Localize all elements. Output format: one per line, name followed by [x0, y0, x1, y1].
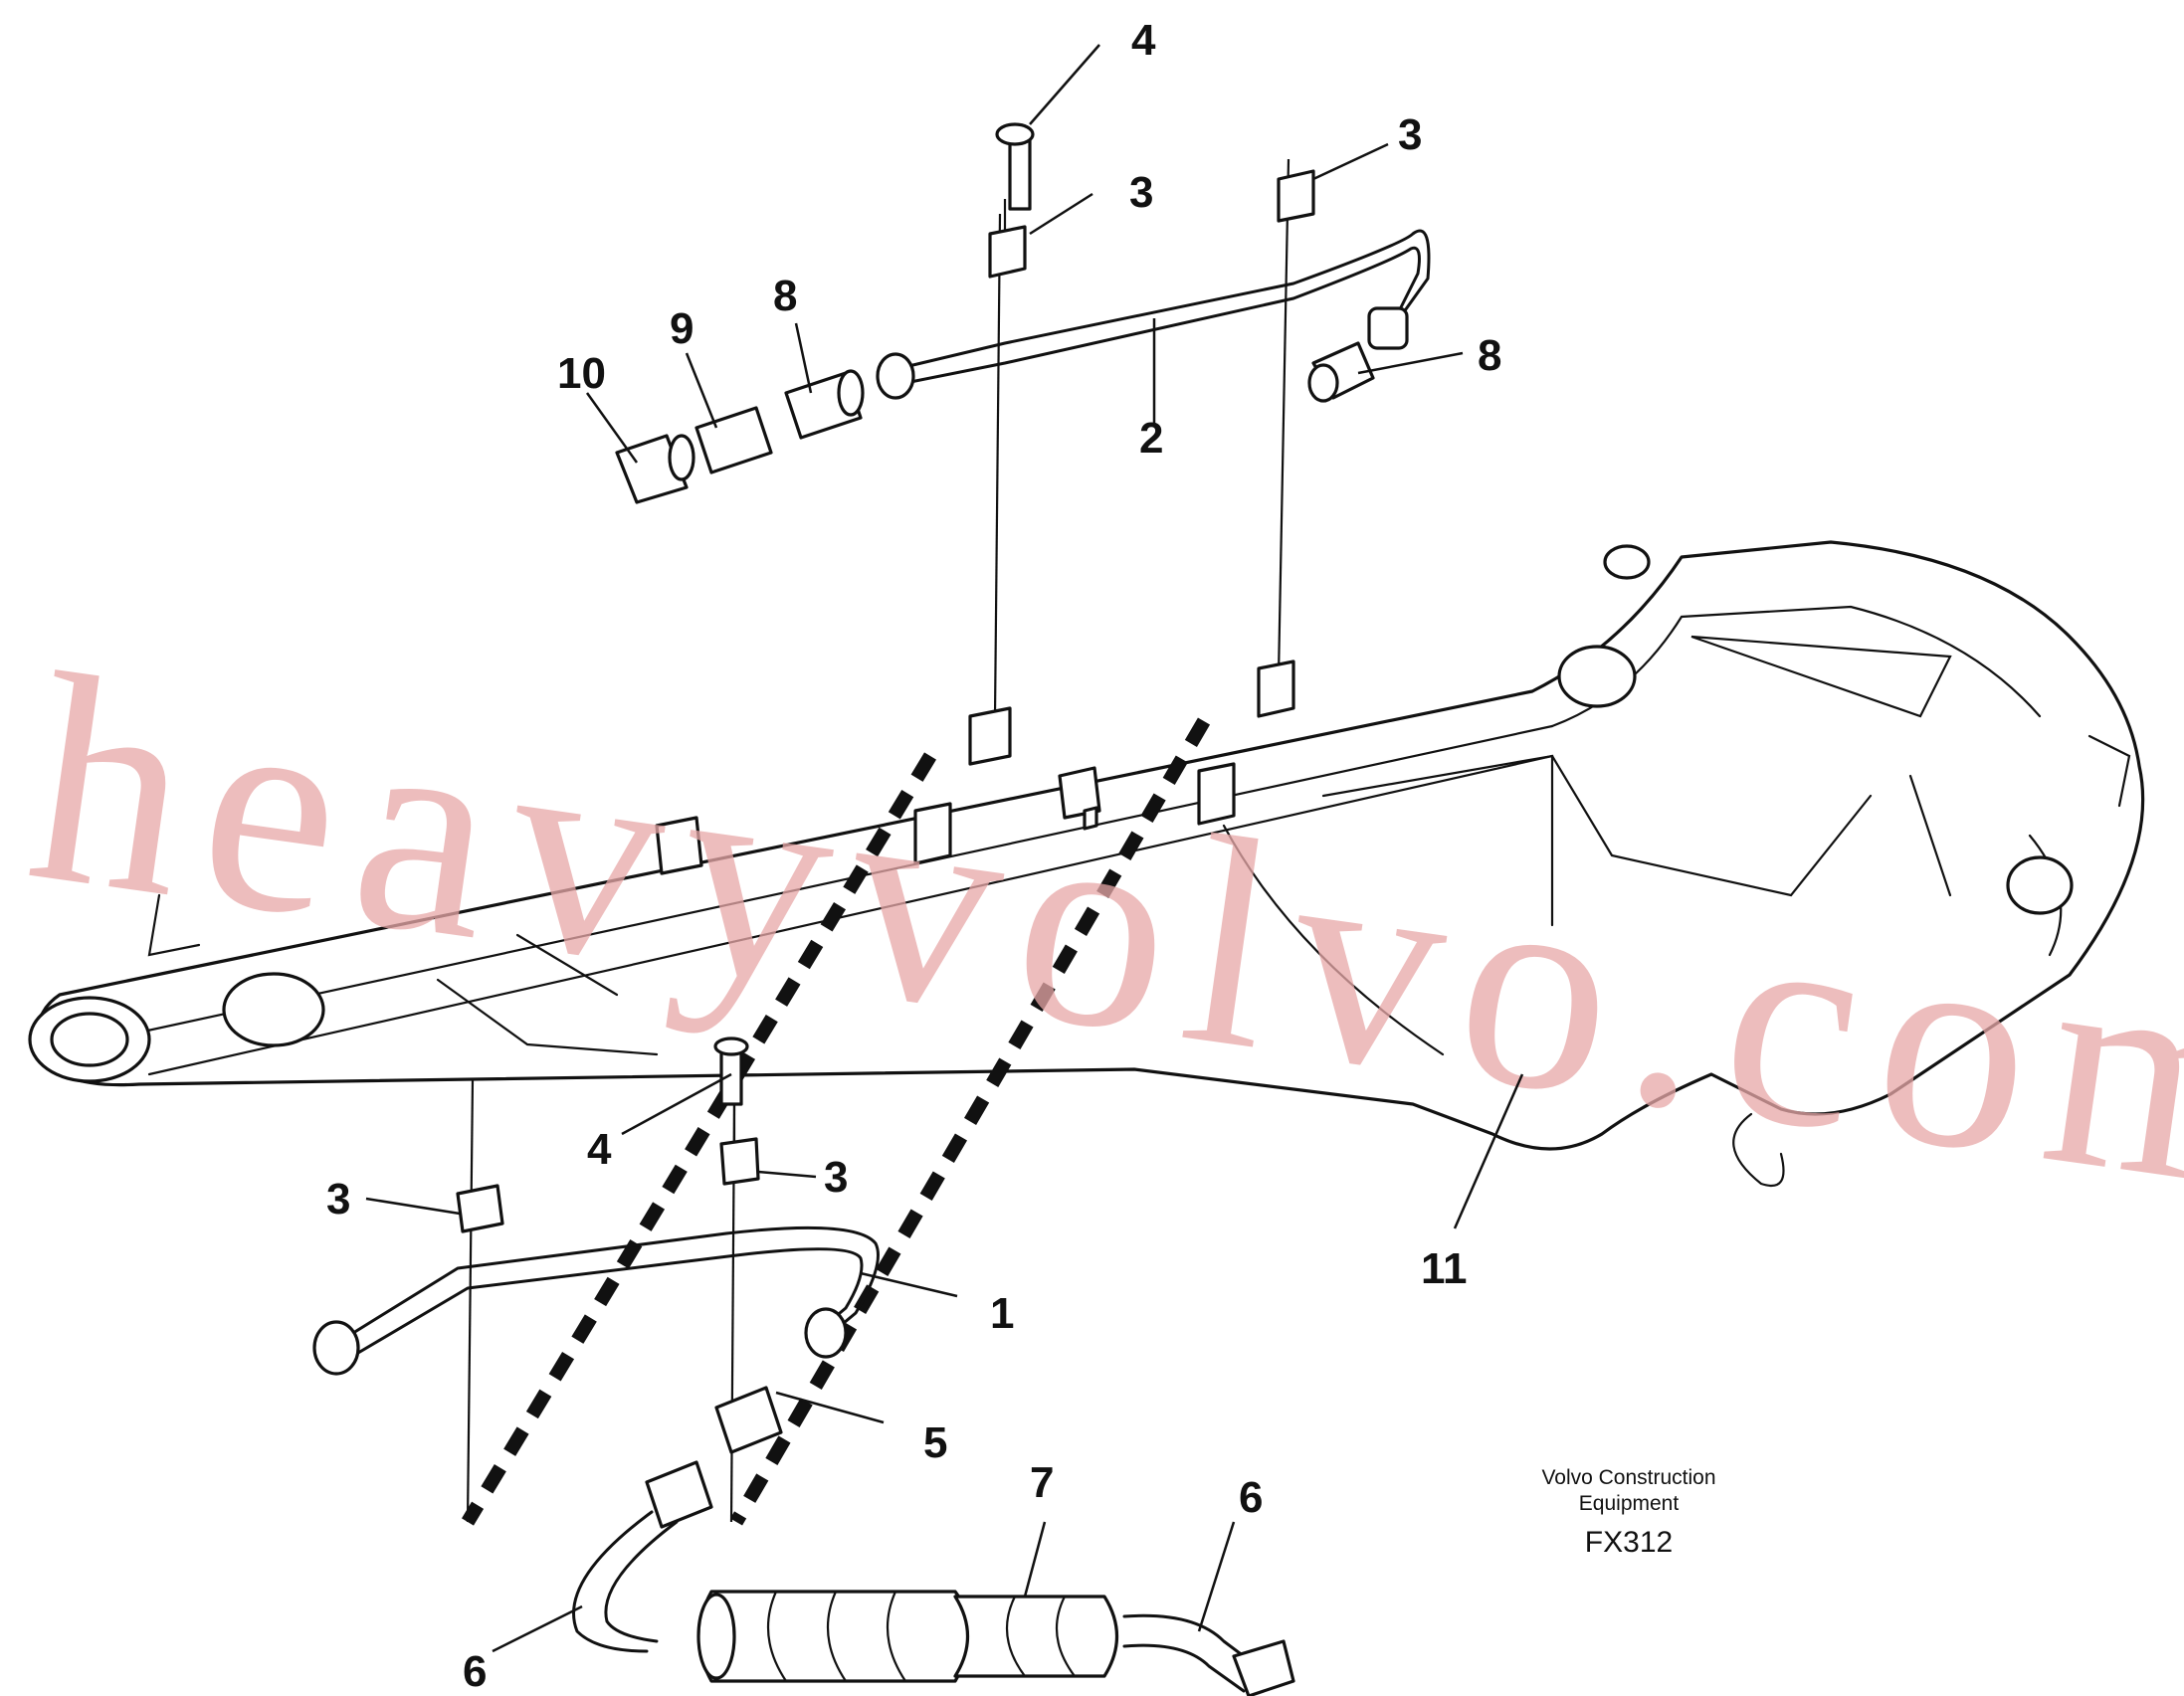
callout-4-top: 4 — [1131, 16, 1156, 65]
callout-3-bottom-right: 3 — [824, 1153, 848, 1202]
lower-pipe-assembly — [312, 1036, 880, 1653]
callouts: 4 3 3 8 2 8 9 10 4 3 3 1 5 11 7 6 6 — [326, 16, 1501, 1696]
credit-line2: Equipment — [1579, 1492, 1680, 1515]
callout-10: 10 — [557, 349, 606, 398]
leader-lines — [365, 44, 1524, 1653]
callout-6-right: 6 — [1239, 1473, 1263, 1522]
callout-9: 9 — [670, 304, 694, 353]
callout-1: 1 — [990, 1289, 1014, 1338]
credit-block: Volvo Construction Equipment FX312 — [1541, 1466, 1715, 1559]
drawing-code: FX312 — [1585, 1526, 1673, 1559]
callout-7: 7 — [1030, 1458, 1054, 1507]
callout-2: 2 — [1139, 414, 1163, 463]
callout-8-left: 8 — [773, 272, 797, 320]
upper-pipe-assembly — [615, 122, 1431, 504]
callout-3-bottom-left: 3 — [326, 1175, 350, 1224]
callout-11: 11 — [1421, 1244, 1468, 1293]
boom-clamps — [655, 660, 1295, 875]
callout-4-bottom: 4 — [587, 1125, 612, 1174]
callout-8-right: 8 — [1478, 331, 1501, 380]
section-lines — [462, 717, 1211, 1526]
hose-sleeve — [696, 1590, 1295, 1696]
callout-5: 5 — [923, 1418, 947, 1467]
callout-6-left: 6 — [463, 1647, 487, 1696]
credit-line1: Volvo Construction — [1541, 1466, 1715, 1489]
callout-3-top-left: 3 — [1129, 168, 1153, 217]
boom — [28, 540, 2145, 1187]
callout-3-top-right: 3 — [1398, 110, 1422, 159]
